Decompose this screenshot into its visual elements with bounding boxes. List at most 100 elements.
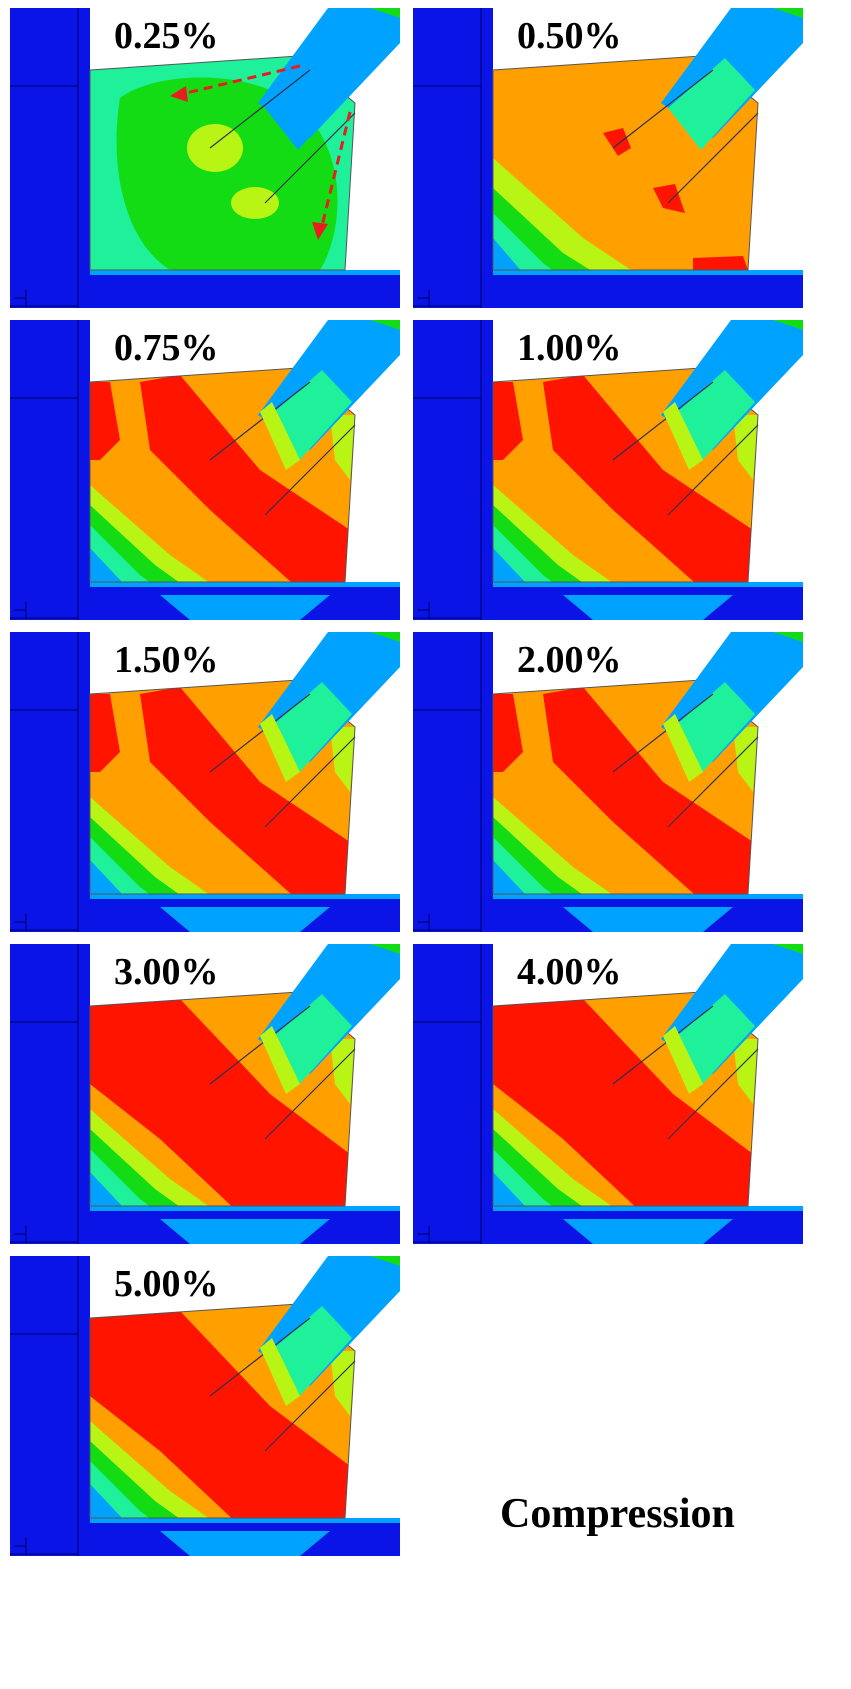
column xyxy=(413,320,493,620)
brace-tip-edge xyxy=(773,632,803,642)
beam-cone xyxy=(160,1219,330,1244)
slot-line xyxy=(612,693,714,773)
contour-red-band xyxy=(90,1311,350,1518)
support-mark xyxy=(417,290,430,306)
gusset-field xyxy=(90,992,355,1206)
slot-line xyxy=(612,1005,714,1085)
brace-core xyxy=(265,58,352,150)
gusset-outline xyxy=(89,55,356,271)
slot-line xyxy=(612,69,714,149)
support-mark xyxy=(14,1226,27,1242)
beam-cone xyxy=(563,1219,733,1244)
brace-edge-yg xyxy=(663,402,703,470)
slot-line xyxy=(667,736,759,828)
panel-2-00: 2.00% xyxy=(413,632,803,932)
slot-line xyxy=(667,1048,759,1140)
contour-band xyxy=(493,860,525,894)
column xyxy=(10,8,90,308)
beam-cone xyxy=(563,595,733,620)
stress-contour xyxy=(10,632,400,932)
brace-tip xyxy=(768,8,803,50)
drift-label: 4.00% xyxy=(517,951,622,993)
column xyxy=(10,320,90,620)
slot-line xyxy=(264,1360,356,1452)
contour-yg xyxy=(231,187,279,219)
slot-line xyxy=(667,112,759,204)
contour-band xyxy=(90,1484,122,1518)
contour-band xyxy=(493,1172,525,1206)
drift-label: 1.00% xyxy=(517,327,622,369)
column xyxy=(413,944,493,1244)
slot-line xyxy=(264,736,356,828)
stress-contour xyxy=(413,320,803,620)
panel-0-50: 0.50% xyxy=(413,8,803,308)
brace-tip xyxy=(365,944,400,986)
gusset-outline xyxy=(89,367,356,583)
drift-label: 1.50% xyxy=(114,639,219,681)
beam-flange xyxy=(493,270,803,275)
contour-yg xyxy=(187,124,243,172)
slot-line xyxy=(209,381,311,461)
gusset-outline xyxy=(89,991,356,1207)
support-mark xyxy=(14,602,27,618)
panel-1-00: 1.00% xyxy=(413,320,803,620)
gusset-outline xyxy=(492,991,759,1207)
panel-1-50: 1.50% xyxy=(10,632,400,932)
brace-tip-edge xyxy=(773,320,803,330)
brace-tip xyxy=(768,320,803,362)
stress-contour xyxy=(10,8,400,308)
contour-hotspot xyxy=(603,128,631,156)
slot-line xyxy=(209,69,311,149)
brace-tip xyxy=(365,320,400,362)
slot-line xyxy=(264,424,356,516)
beam-flange xyxy=(90,1518,400,1523)
brace-tip xyxy=(768,632,803,674)
brace-tip-edge xyxy=(773,8,803,18)
brace-tip-edge xyxy=(773,944,803,954)
contour-hotspot xyxy=(693,256,748,270)
brace-edge-yg xyxy=(260,1026,300,1094)
drift-label: 0.75% xyxy=(114,327,219,369)
arrow-head xyxy=(312,222,328,240)
contour-band xyxy=(493,548,525,582)
brace-tip-edge xyxy=(370,944,400,954)
gusset-outline xyxy=(492,367,759,583)
brace-tip-edge xyxy=(370,1256,400,1266)
stress-contour xyxy=(10,1256,400,1556)
support-mark xyxy=(417,1226,430,1242)
contour-red-corner xyxy=(90,382,120,460)
arrow-head xyxy=(170,86,188,102)
contour-red-band xyxy=(493,999,753,1206)
contour-band xyxy=(90,1172,122,1206)
slot-line xyxy=(612,381,714,461)
contour-red-band xyxy=(140,687,350,894)
drift-label: 0.25% xyxy=(114,15,219,57)
drift-label: 2.00% xyxy=(517,639,622,681)
support-mark xyxy=(417,914,430,930)
brace-tip-edge xyxy=(370,320,400,330)
contour-band xyxy=(90,548,122,582)
beam-cone xyxy=(160,1531,330,1556)
gusset-outline xyxy=(492,55,759,271)
contour-band xyxy=(493,238,523,270)
stress-contour xyxy=(413,8,803,308)
brace-edge-yg xyxy=(663,714,703,782)
brace-edge-yg xyxy=(663,1026,703,1094)
panel-4-00: 4.00% xyxy=(413,944,803,1244)
stress-contour xyxy=(10,944,400,1244)
slot-line xyxy=(209,1005,311,1085)
beam-flange xyxy=(493,582,803,587)
beam-cone xyxy=(563,907,733,932)
column xyxy=(10,632,90,932)
brace-edge-yg xyxy=(260,1338,300,1406)
contour-red-band xyxy=(90,999,350,1206)
brace-tip xyxy=(365,8,400,50)
arrow-line xyxy=(181,64,301,96)
gusset-field xyxy=(90,1304,355,1518)
support-mark xyxy=(14,914,27,930)
slot-line xyxy=(209,1317,311,1397)
panel-0-75: 0.75% xyxy=(10,320,400,620)
slot-line xyxy=(264,112,356,204)
column xyxy=(10,944,90,1244)
support-mark xyxy=(417,602,430,618)
